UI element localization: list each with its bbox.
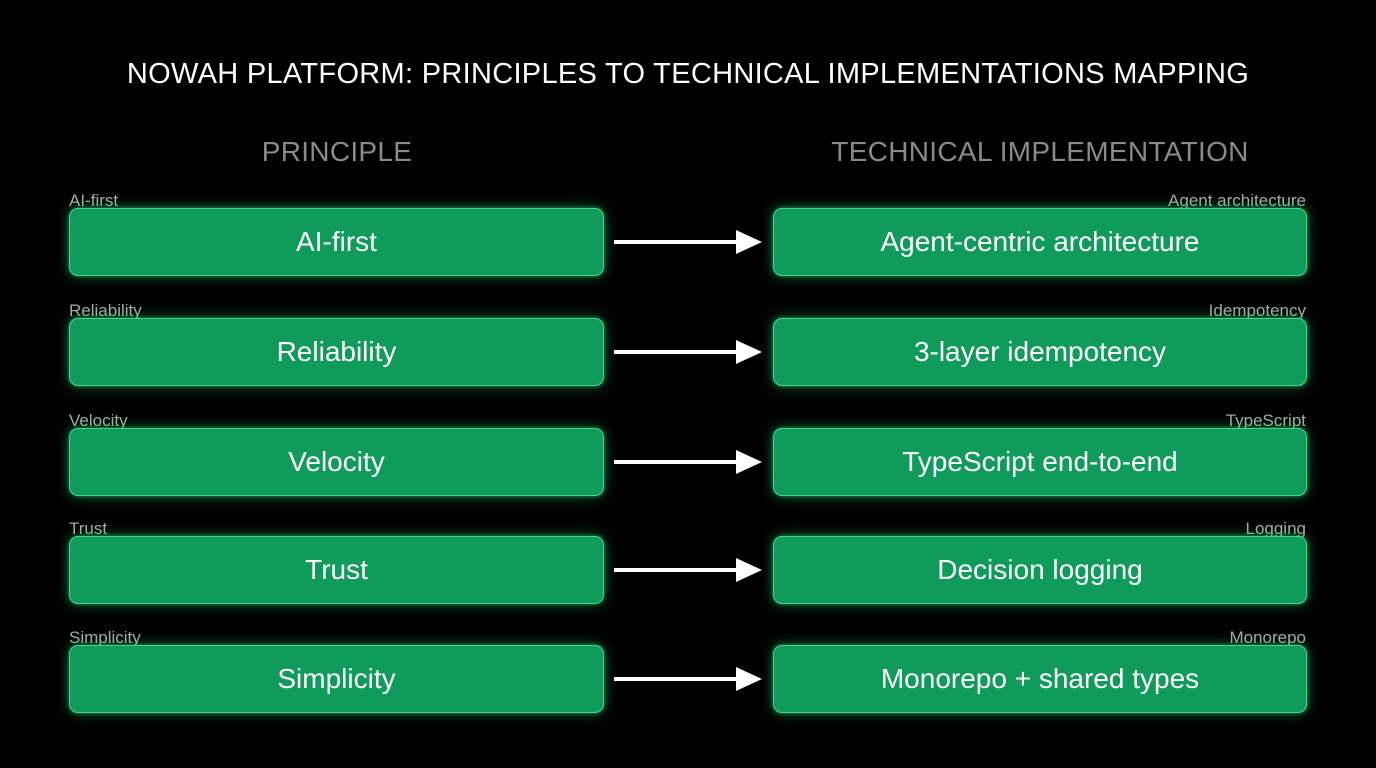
principle-caption: Simplicity — [69, 628, 141, 647]
diagram-title: NOWAH PLATFORM: PRINCIPLES TO TECHNICAL … — [126, 58, 1250, 90]
right-arrow-icon — [614, 340, 762, 364]
implementation-box: Decision logging — [773, 536, 1307, 604]
implementation-column-header: TECHNICAL IMPLEMENTATION — [831, 136, 1249, 167]
implementation-caption: Idempotency — [1208, 301, 1306, 320]
mapping-row: Trust Logging Trust Decision logging — [0, 519, 1376, 627]
principle-box: Trust — [69, 536, 604, 604]
principle-caption: Reliability — [69, 301, 142, 320]
right-arrow-icon — [614, 667, 762, 691]
mapping-row: Velocity TypeScript Velocity TypeScript … — [0, 411, 1376, 519]
implementation-box: 3-layer idempotency — [773, 318, 1307, 386]
implementation-caption: Monorepo — [1229, 628, 1306, 647]
implementation-caption: Agent architecture — [1168, 191, 1306, 210]
principle-caption: Velocity — [69, 411, 128, 430]
implementation-box: Agent-centric architecture — [773, 208, 1307, 276]
mapping-row: AI-first Agent architecture AI-first Age… — [0, 191, 1376, 299]
mapping-row: Reliability Idempotency Reliability 3-la… — [0, 301, 1376, 409]
mapping-row: Simplicity Monorepo Simplicity Monorepo … — [0, 628, 1376, 736]
implementation-caption: Logging — [1245, 519, 1306, 538]
right-arrow-icon — [614, 230, 762, 254]
principle-caption: AI-first — [69, 191, 119, 210]
implementation-caption: TypeScript — [1225, 411, 1306, 430]
right-arrow-icon — [614, 450, 762, 474]
implementation-box: TypeScript end-to-end — [773, 428, 1307, 496]
implementation-box: Monorepo + shared types — [773, 645, 1307, 713]
principle-box: Reliability — [69, 318, 604, 386]
principle-column-header: PRINCIPLE — [261, 136, 413, 167]
principle-box: AI-first — [69, 208, 604, 276]
principle-box: Simplicity — [69, 645, 604, 713]
principle-box: Velocity — [69, 428, 604, 496]
principle-caption: Trust — [69, 519, 108, 538]
right-arrow-icon — [614, 558, 762, 582]
